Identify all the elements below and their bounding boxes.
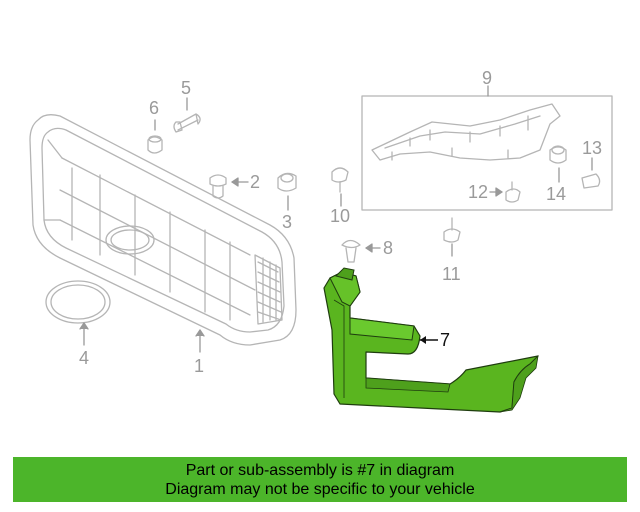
bracket-9[interactable]: [361, 85, 613, 211]
callout-6: 6: [149, 98, 159, 118]
bolt-11[interactable]: [443, 217, 461, 257]
callout-5: 5: [181, 78, 191, 98]
highlighted-part-7[interactable]: [323, 267, 539, 413]
nut-6[interactable]: [147, 119, 163, 154]
callout-9: 9: [482, 68, 492, 88]
callout-10: 10: [330, 206, 350, 226]
clip-12[interactable]: [489, 181, 521, 203]
callout-3: 3: [282, 212, 292, 232]
callout-4: 4: [79, 348, 89, 368]
bolt-13[interactable]: [581, 157, 601, 189]
callout-7: 7: [440, 330, 450, 350]
banner-line-2: Diagram may not be specific to your vehi…: [165, 481, 475, 498]
grille-assembly[interactable]: [29, 114, 297, 346]
callout-2: 2: [250, 172, 260, 192]
parts-diagram: 1 2 3 4 5 6 7 8 9 10 11 12 13 14: [29, 68, 613, 413]
info-banner: Part or sub-assembly is #7 in diagram Di…: [13, 457, 627, 502]
nut-3[interactable]: [277, 172, 297, 211]
callout-13: 13: [582, 138, 602, 158]
bolt-10[interactable]: [331, 167, 349, 207]
callout-14: 14: [546, 184, 566, 204]
emblem[interactable]: [45, 280, 111, 346]
clip-2[interactable]: [209, 174, 249, 199]
callout-12: 12: [468, 182, 488, 202]
banner-line-1: Part or sub-assembly is #7 in diagram: [185, 462, 455, 479]
callout-8: 8: [383, 238, 393, 258]
pin-8[interactable]: [341, 239, 381, 263]
callout-11: 11: [442, 264, 461, 284]
callout-1: 1: [194, 356, 204, 376]
screw-5[interactable]: [173, 97, 201, 133]
nut-14[interactable]: [549, 145, 567, 183]
